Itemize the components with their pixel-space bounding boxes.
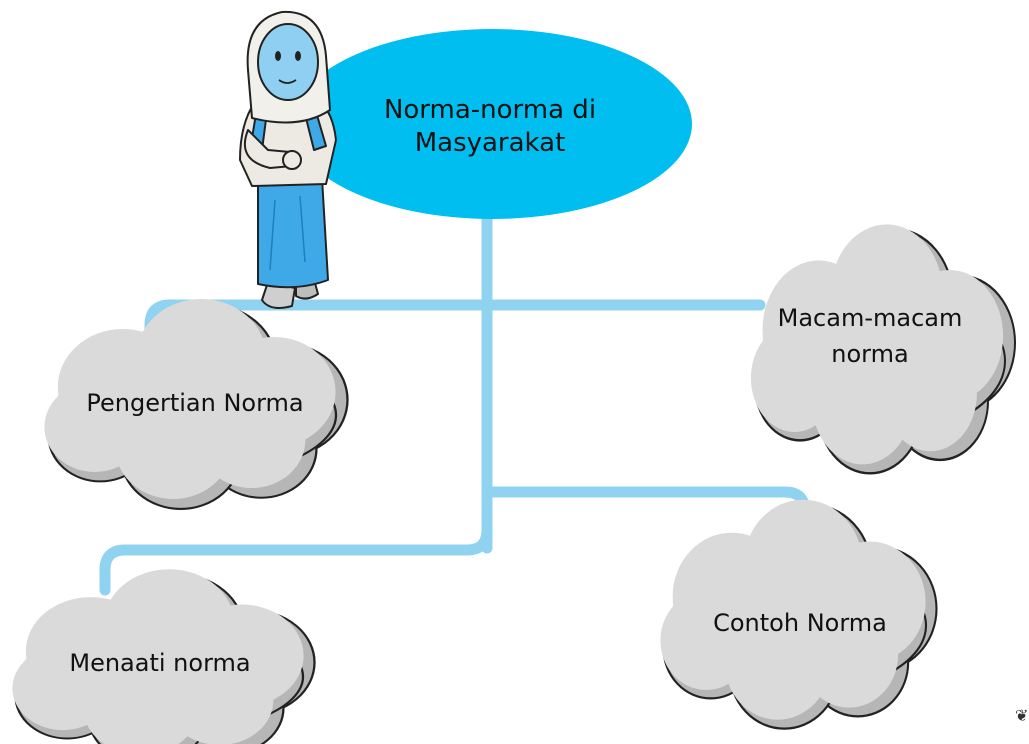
central-topic-line1: Norma-norma di: [383, 95, 597, 125]
student-character-illustration: [239, 10, 337, 309]
central-topic-line2: Masyarakat: [414, 127, 566, 158]
node-contoh-label: Contoh Norma: [713, 609, 887, 637]
decorative-flourish-icon: ❦: [1015, 706, 1029, 725]
central-topic-label: Norma-norma di Masyarakat: [360, 94, 620, 159]
node-macam-label: Macam-macam norma: [755, 300, 985, 372]
node-macam-line1: Macam-macam: [777, 304, 963, 332]
connector-contoh: [481, 486, 811, 526]
central-topic-ellipse: [292, 29, 692, 219]
node-menaati-label: Menaati norma: [69, 649, 251, 677]
node-pengertian-label: Pengertian Norma: [86, 389, 304, 417]
node-macam-line2: norma: [831, 340, 909, 368]
connector-menaati: [99, 484, 493, 596]
